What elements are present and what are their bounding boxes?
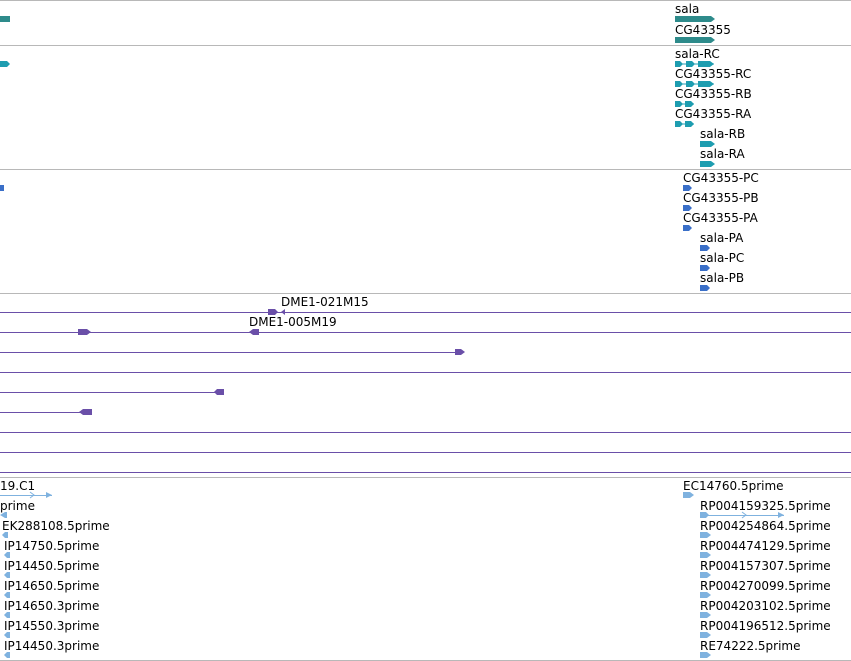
- transcript-label-cg43355-rc[interactable]: CG43355-RC: [675, 67, 751, 81]
- protein-label-sala-pb[interactable]: sala-PB: [700, 271, 744, 285]
- est-track: 19.C1 prime EK288108.5prime IP14750.5pri…: [0, 479, 831, 658]
- transcript-feature-cg43355-ra[interactable]: [675, 121, 694, 127]
- protein-label-cg43355-pb[interactable]: CG43355-PB: [683, 191, 759, 205]
- transcript-label-cg43355-ra[interactable]: CG43355-RA: [675, 107, 752, 121]
- transcript-label-sala-ra[interactable]: sala-RA: [700, 147, 745, 161]
- protein-feature-sala-pc[interactable]: [700, 265, 710, 271]
- gene-feature-offscreen[interactable]: [0, 16, 10, 22]
- protein-feature-cg43355-pc[interactable]: [683, 185, 692, 191]
- est-label-left-2[interactable]: EK288108.5prime: [2, 519, 110, 533]
- est-feature-right-2[interactable]: [700, 532, 711, 538]
- gene-label-cg43355[interactable]: CG43355: [675, 23, 731, 37]
- clone-feature-row-3[interactable]: [0, 349, 465, 355]
- clone-track: DME1-021M15 DME1-005M19: [0, 295, 851, 473]
- gene-feature-cg43355-arrow: [711, 37, 715, 43]
- est-feature-right-3[interactable]: [700, 552, 711, 558]
- est-feature-left-0[interactable]: [0, 491, 52, 499]
- protein-feature-sala-pb[interactable]: [700, 285, 710, 291]
- est-label-right-7[interactable]: RP004196512.5prime: [700, 619, 831, 633]
- est-feature-left-7[interactable]: [4, 632, 10, 638]
- transcript-track: sala-RC CG43355-RC CG43355-RB CG43355-RA…: [0, 47, 752, 167]
- transcript-feature-sala-ra[interactable]: [700, 161, 715, 167]
- protein-feature-sala-pa[interactable]: [700, 245, 710, 251]
- est-label-left-3[interactable]: IP14750.5prime: [4, 539, 99, 553]
- est-label-left-4[interactable]: IP14450.5prime: [4, 559, 99, 573]
- est-feature-right-6[interactable]: [700, 612, 711, 618]
- protein-track: CG43355-PC CG43355-PB CG43355-PA sala-PA…: [0, 171, 759, 291]
- clone-feature-dme1-021m15[interactable]: [0, 309, 851, 315]
- clone-feature-row-6[interactable]: [0, 409, 92, 415]
- transcript-feature-sala-rc[interactable]: [675, 61, 714, 67]
- est-feature-right-0[interactable]: [683, 492, 694, 498]
- transcript-label-sala-rc[interactable]: sala-RC: [675, 47, 720, 61]
- clone-label-dme1-021m15[interactable]: DME1-021M15: [281, 295, 369, 309]
- gene-track: sala CG43355: [0, 2, 731, 43]
- est-label-left-5[interactable]: IP14650.5prime: [4, 579, 99, 593]
- est-feature-right-1[interactable]: [700, 511, 784, 519]
- transcript-label-sala-rb[interactable]: sala-RB: [700, 127, 745, 141]
- est-label-right-1[interactable]: RP004159325.5prime: [700, 499, 831, 513]
- clone-label-dme1-005m19[interactable]: DME1-005M19: [249, 315, 337, 329]
- est-feature-left-3[interactable]: [4, 552, 10, 558]
- est-feature-left-5[interactable]: [4, 592, 10, 598]
- protein-label-sala-pc[interactable]: sala-PC: [700, 251, 744, 265]
- est-feature-left-2[interactable]: [2, 532, 8, 538]
- est-label-right-3[interactable]: RP004474129.5prime: [700, 539, 831, 553]
- clone-feature-dme1-005m19[interactable]: [0, 329, 851, 335]
- est-feature-left-1[interactable]: [0, 512, 7, 518]
- est-label-left-8[interactable]: IP14450.3prime: [4, 639, 99, 653]
- est-feature-right-8[interactable]: [700, 652, 711, 658]
- protein-label-sala-pa[interactable]: sala-PA: [700, 231, 744, 245]
- gene-feature-cg43355[interactable]: [675, 37, 711, 43]
- protein-label-cg43355-pc[interactable]: CG43355-PC: [683, 171, 759, 185]
- protein-feature-cg43355-pb[interactable]: [683, 205, 692, 211]
- transcript-label-cg43355-rb[interactable]: CG43355-RB: [675, 87, 752, 101]
- gene-feature-sala[interactable]: [675, 16, 711, 22]
- transcript-feature-offscreen[interactable]: [0, 61, 10, 67]
- gene-label-sala[interactable]: sala: [675, 2, 699, 16]
- est-feature-right-5[interactable]: [700, 592, 711, 598]
- est-label-right-6[interactable]: RP004203102.5prime: [700, 599, 831, 613]
- est-label-left-1[interactable]: prime: [0, 499, 35, 513]
- transcript-feature-cg43355-rc[interactable]: [675, 81, 714, 87]
- gene-feature-sala-arrow: [711, 16, 715, 22]
- protein-label-cg43355-pa[interactable]: CG43355-PA: [683, 211, 759, 225]
- est-label-right-2[interactable]: RP004254864.5prime: [700, 519, 831, 533]
- est-label-right-0[interactable]: EC14760.5prime: [683, 479, 784, 493]
- transcript-feature-sala-rb[interactable]: [700, 141, 715, 147]
- transcript-feature-cg43355-rb[interactable]: [675, 101, 694, 107]
- est-label-right-4[interactable]: RP004157307.5prime: [700, 559, 831, 573]
- est-feature-right-4[interactable]: [700, 572, 711, 578]
- est-label-right-8[interactable]: RE74222.5prime: [700, 639, 801, 653]
- est-feature-left-4[interactable]: [4, 572, 10, 578]
- est-feature-left-8[interactable]: [4, 652, 10, 658]
- protein-feature-offscreen[interactable]: [0, 185, 4, 191]
- est-label-left-6[interactable]: IP14650.3prime: [4, 599, 99, 613]
- est-feature-left-6[interactable]: [4, 612, 10, 618]
- est-feature-right-7[interactable]: [700, 632, 711, 638]
- protein-feature-cg43355-pa[interactable]: [683, 225, 692, 231]
- est-label-right-5[interactable]: RP004270099.5prime: [700, 579, 831, 593]
- est-label-left-7[interactable]: IP14550.3prime: [4, 619, 99, 633]
- clone-feature-row-5[interactable]: [0, 389, 224, 395]
- est-label-left-0[interactable]: 19.C1: [0, 479, 35, 493]
